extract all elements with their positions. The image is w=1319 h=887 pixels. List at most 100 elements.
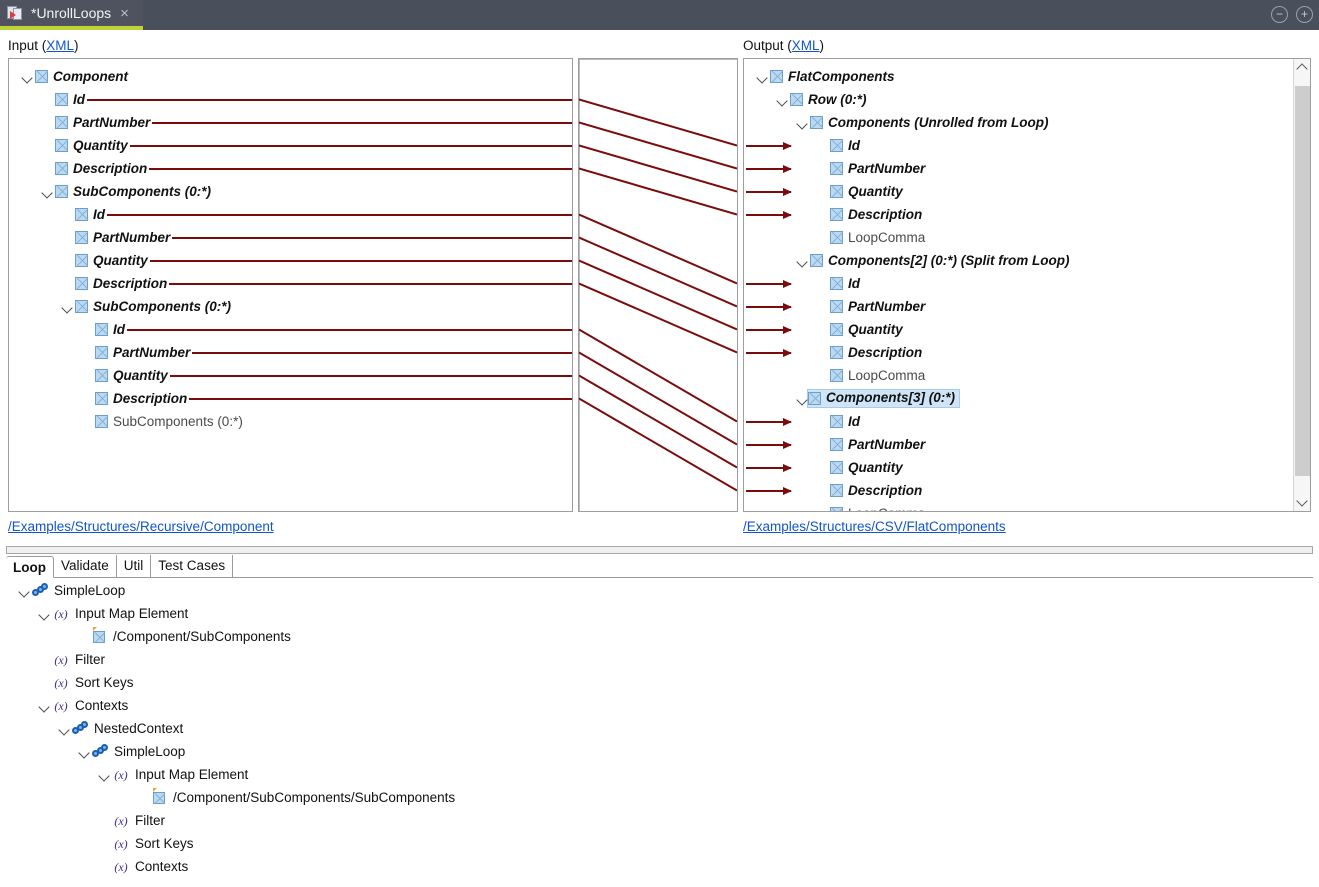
output-tree-row-label: Id (848, 413, 860, 429)
input-tree-row[interactable]: PartNumber (9, 341, 572, 364)
chevron-down-icon[interactable] (56, 721, 72, 737)
output-tree-row[interactable]: Description (744, 203, 1293, 226)
loop-tree-row[interactable]: (x)Contexts (6, 855, 1313, 878)
chevron-down-icon[interactable] (59, 299, 75, 315)
close-icon[interactable]: × (120, 4, 129, 22)
chevron-down-icon[interactable] (794, 253, 810, 269)
output-tree-row[interactable]: PartNumber (744, 433, 1293, 456)
horizontal-splitter[interactable] (6, 546, 1313, 554)
chevron-down-icon[interactable] (754, 69, 770, 85)
tree-spacer (136, 790, 152, 806)
document-tab-unrollloops[interactable]: *UnrollLoops × (0, 0, 143, 30)
schema-node-icon (95, 346, 108, 359)
loop-tree-row[interactable]: NestedContext (6, 717, 1313, 740)
input-tree-row[interactable]: Id (9, 88, 572, 111)
chevron-down-icon[interactable] (19, 69, 35, 85)
loop-tree-row[interactable]: (x)Sort Keys (6, 832, 1313, 855)
output-tree-row[interactable]: LoopComma (744, 364, 1293, 387)
output-tree-row[interactable]: FlatComponents (744, 65, 1293, 88)
tree-spacer (39, 138, 55, 154)
output-tree-row[interactable]: LoopComma (744, 502, 1293, 511)
input-tree-row-label: Quantity (93, 252, 148, 268)
loop-tree-row-label: Filter (75, 652, 105, 667)
output-tree-row[interactable]: Id (744, 272, 1293, 295)
chevron-down-icon[interactable] (16, 583, 32, 599)
output-tree-row[interactable]: PartNumber (744, 157, 1293, 180)
output-tree-row-label: Components[3] (0:*) (826, 390, 955, 406)
chevron-down-icon[interactable] (36, 606, 52, 622)
tab-test-cases[interactable]: Test Cases (151, 555, 234, 577)
chevron-down-icon[interactable] (36, 698, 52, 714)
loop-tree-row[interactable]: (x)Input Map Element (6, 763, 1313, 786)
maximize-icon[interactable]: + (1296, 6, 1313, 23)
output-tree-row[interactable]: Description (744, 341, 1293, 364)
chevron-down-icon[interactable] (76, 744, 92, 760)
input-tree-row[interactable]: Description (9, 387, 572, 410)
mapping-connector-canvas[interactable] (578, 58, 738, 512)
loop-tree-row[interactable]: (x)Filter (6, 648, 1313, 671)
chevron-down-icon[interactable] (39, 184, 55, 200)
input-tree-row[interactable]: Description (9, 272, 572, 295)
mapping-line-stub (107, 214, 572, 216)
schema-node-icon (35, 70, 48, 83)
output-tree-row[interactable]: Id (744, 134, 1293, 157)
loop-tree-row[interactable]: (x)Input Map Element (6, 602, 1313, 625)
chevron-down-icon[interactable] (794, 115, 810, 131)
input-tree-row[interactable]: SubComponents (0:*) (9, 295, 572, 318)
output-tree-row[interactable]: Components (Unrolled from Loop) (744, 111, 1293, 134)
chevron-down-icon[interactable] (774, 92, 790, 108)
tab-util[interactable]: Util (116, 555, 152, 577)
output-row-content: Description (830, 208, 922, 222)
input-tree-row[interactable]: Id (9, 203, 572, 226)
loop-tree-row[interactable]: (x)Sort Keys (6, 671, 1313, 694)
output-tree-row[interactable]: Row (0:*) (744, 88, 1293, 111)
minimize-icon[interactable]: − (1271, 6, 1288, 23)
loop-tree-row[interactable]: /Component/SubComponents/SubComponents (6, 786, 1313, 809)
output-xml-link[interactable]: XML (791, 38, 820, 53)
tree-spacer (79, 391, 95, 407)
input-structure-path-link[interactable]: /Examples/Structures/Recursive/Component (8, 519, 274, 534)
input-tree-row[interactable]: PartNumber (9, 226, 572, 249)
schema-node-icon (810, 254, 823, 267)
output-tree-row[interactable]: PartNumber (744, 295, 1293, 318)
loop-tree-row[interactable]: /Component/SubComponents (6, 625, 1313, 648)
input-tree-row[interactable]: Description (9, 157, 572, 180)
loop-tree-row[interactable]: (x)Contexts (6, 694, 1313, 717)
tree-spacer (39, 161, 55, 177)
output-tree-row[interactable]: Description (744, 479, 1293, 502)
input-tree-row[interactable]: SubComponents (0:*) (9, 410, 572, 433)
input-tree-row[interactable]: Quantity (9, 364, 572, 387)
output-tree-row[interactable]: Id (744, 410, 1293, 433)
output-tree-row[interactable]: Quantity (744, 180, 1293, 203)
output-tree-row[interactable]: LoopComma (744, 226, 1293, 249)
mapping-arrow-icon (746, 440, 792, 449)
loop-definition-tree[interactable]: SimpleLoop(x)Input Map Element/Component… (6, 579, 1313, 884)
input-tree-row[interactable]: PartNumber (9, 111, 572, 134)
scroll-down-icon[interactable] (1294, 494, 1310, 511)
input-tree-row[interactable]: Id (9, 318, 572, 341)
loop-tree-row[interactable]: SimpleLoop (6, 740, 1313, 763)
output-structure-path-link[interactable]: /Examples/Structures/CSV/FlatComponents (743, 519, 1006, 534)
chevron-down-icon[interactable] (96, 767, 112, 783)
output-tree-scrollbar[interactable] (1293, 59, 1310, 511)
tab-validate[interactable]: Validate (54, 555, 117, 577)
input-tree-row[interactable]: SubComponents (0:*) (9, 180, 572, 203)
input-xml-link[interactable]: XML (46, 38, 75, 53)
output-tree-row[interactable]: Quantity (744, 318, 1293, 341)
loop-tree-row[interactable]: SimpleLoop (6, 579, 1313, 602)
output-tree-row[interactable]: Components[2] (0:*) (Split from Loop) (744, 249, 1293, 272)
input-tree-row[interactable]: Quantity (9, 134, 572, 157)
loop-tree-row-label: /Component/SubComponents/SubComponents (173, 790, 456, 805)
output-tree-row[interactable]: Components[3] (0:*) (744, 387, 1293, 410)
tab-loop[interactable]: Loop (6, 556, 54, 578)
scroll-up-icon[interactable] (1294, 59, 1310, 76)
loop-tree-row[interactable]: (x)Filter (6, 809, 1313, 832)
scrollbar-thumb[interactable] (1295, 86, 1310, 476)
output-header-suffix: ) (819, 38, 825, 53)
output-tree-row[interactable]: Quantity (744, 456, 1293, 479)
input-tree-row[interactable]: Quantity (9, 249, 572, 272)
input-tree-row[interactable]: Component (9, 65, 572, 88)
